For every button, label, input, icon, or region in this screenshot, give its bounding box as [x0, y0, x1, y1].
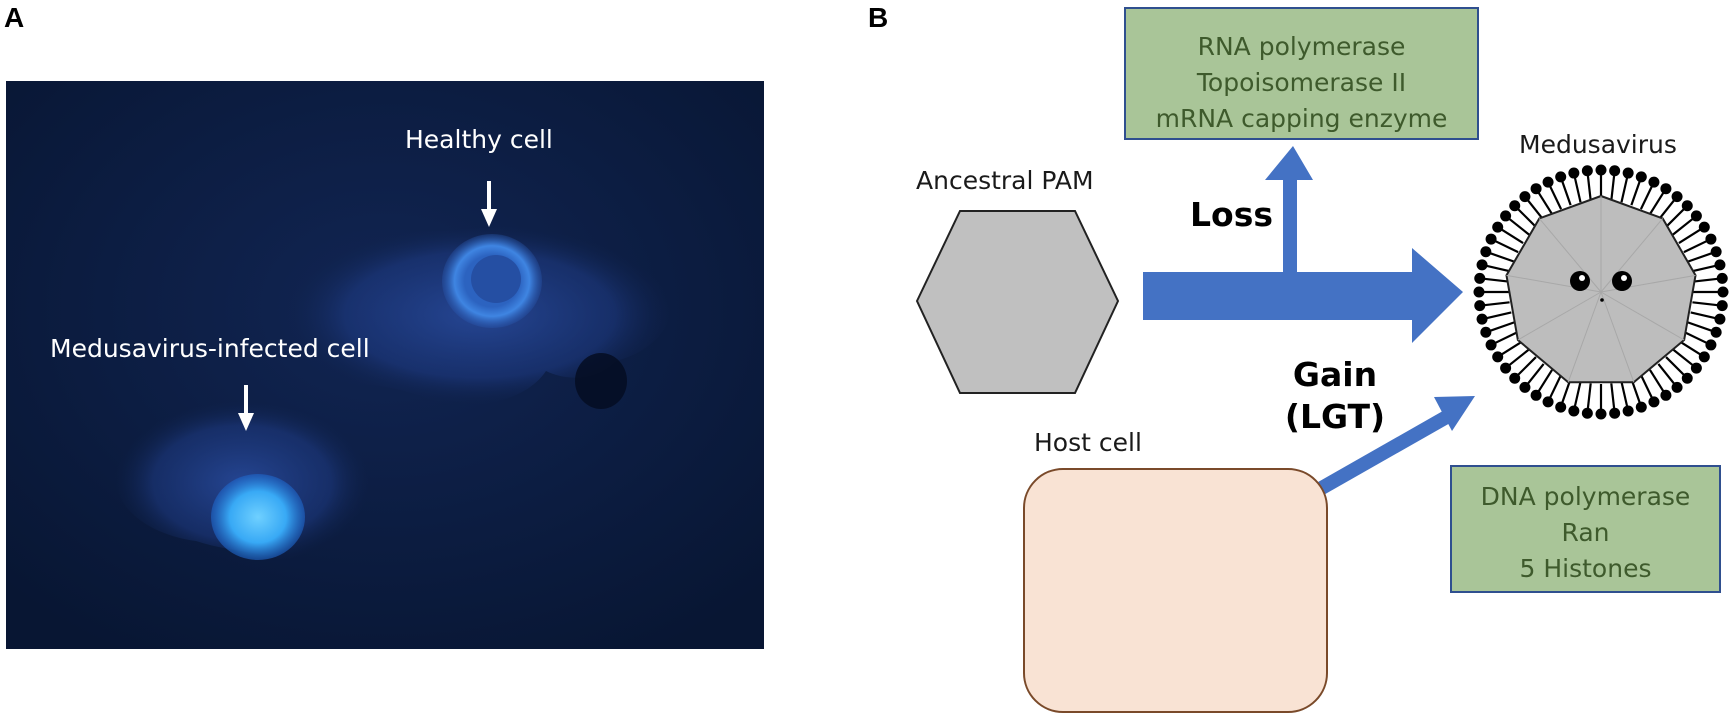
capsid-facet — [1567, 291, 1602, 383]
capsid-spike-tip — [1698, 221, 1710, 233]
capsid-spike-tip — [1485, 339, 1497, 351]
capsid-spike-tip — [1568, 405, 1580, 417]
capsid-spike-tip — [1716, 300, 1728, 312]
gained-genes-box: DNA polymerase Ran 5 Histones — [1450, 465, 1721, 593]
capsid-mouth — [1600, 298, 1604, 302]
capsid-spike-tip — [1542, 396, 1554, 408]
capsid-spike-tip — [1714, 313, 1726, 325]
medusavirus-capsid — [1473, 164, 1729, 420]
capsid-spike-tip — [1476, 313, 1488, 325]
capsid-spike-tip — [1671, 191, 1683, 203]
capsid-spike-tip — [1622, 167, 1634, 179]
gained-gene: DNA polymerase — [1480, 482, 1691, 511]
capsid-spike-tip — [1555, 171, 1567, 183]
ancestral-pam-label: Ancestral PAM — [916, 166, 1094, 195]
host-cell-shape — [1023, 468, 1328, 713]
capsid-spike-tip — [1681, 372, 1693, 384]
capsid-spike-tip — [1635, 401, 1647, 413]
capsid-spike-tip — [1595, 408, 1607, 420]
capsid-spike-tip — [1509, 200, 1521, 212]
healthy-nucleolus — [471, 255, 521, 303]
capsid-spike-tip — [1568, 167, 1580, 179]
lgt-label: (LGT) — [1284, 397, 1386, 436]
lost-gene: RNA polymerase — [1197, 32, 1406, 61]
capsid-facet — [1538, 218, 1602, 293]
capsid-spike-tip — [1530, 389, 1542, 401]
capsid-spike-tip — [1581, 165, 1593, 177]
capsid-facet — [1600, 218, 1664, 293]
capsid-spike-tip — [1500, 210, 1512, 222]
capsid-facet — [1600, 291, 1685, 341]
capsid-spike-tip — [1485, 233, 1497, 245]
capsid-eye — [1570, 271, 1590, 291]
dark-spot — [575, 353, 627, 409]
capsid-spike-tip — [1648, 396, 1660, 408]
infected-nucleus — [211, 474, 305, 560]
capsid-eye-highlight — [1579, 275, 1585, 281]
capsid-spike-tip — [1492, 351, 1504, 363]
healthy-arrow — [481, 181, 497, 227]
capsid-spike-tip — [1716, 272, 1728, 284]
capsid-spike-tip — [1474, 272, 1486, 284]
capsid-spike-tip — [1519, 381, 1531, 393]
capsid-spike-tip — [1530, 183, 1542, 195]
capsid-spike-tip — [1710, 326, 1722, 338]
capsid-spike-tip — [1500, 362, 1512, 374]
gained-gene: Ran — [1561, 518, 1610, 547]
capsid-spike-tip — [1474, 300, 1486, 312]
panel-b-label: B — [868, 2, 889, 33]
capsid-facet — [1517, 291, 1602, 341]
capsid-spike-tip — [1609, 165, 1621, 177]
capsid-spike-tip — [1480, 246, 1492, 258]
loss-arrow — [1265, 146, 1313, 272]
capsid-spike-tip — [1648, 176, 1660, 188]
capsid-spike-tip — [1714, 259, 1726, 271]
capsid-spike-tip — [1622, 405, 1634, 417]
gained-gene: 5 Histones — [1519, 554, 1652, 583]
capsid-spike-tip — [1681, 200, 1693, 212]
capsid-spike-tip — [1635, 171, 1647, 183]
fluorescence-micrograph: Healthy cell Medusavirus-infected cell — [6, 81, 764, 649]
capsid-spike-tip — [1542, 176, 1554, 188]
capsid-spike-tip — [1473, 286, 1485, 298]
capsid-spike-tip — [1717, 286, 1729, 298]
lost-genes-box: RNA polymerase Topoisomerase II mRNA cap… — [1124, 7, 1479, 140]
capsid-spike-tip — [1519, 191, 1531, 203]
healthy-cell-label: Healthy cell — [405, 125, 553, 154]
main-arrow — [1143, 248, 1463, 343]
capsid-spike-tip — [1492, 221, 1504, 233]
capsid-spike-tip — [1690, 362, 1702, 374]
infected-arrow — [238, 385, 254, 431]
ancestral-pam-hexagon — [915, 210, 1120, 394]
capsid-spike-tip — [1581, 407, 1593, 419]
capsid-spike-tip — [1698, 351, 1710, 363]
lost-gene: mRNA capping enzyme — [1155, 104, 1448, 133]
capsid-spike-tip — [1705, 233, 1717, 245]
gain-label: Gain — [1292, 355, 1378, 394]
capsid-eye — [1612, 271, 1632, 291]
host-cell-label: Host cell — [1034, 428, 1142, 457]
capsid-spike-tip — [1671, 381, 1683, 393]
capsid-spike-tip — [1705, 339, 1717, 351]
capsid-spike-tip — [1595, 164, 1607, 176]
medusavirus-label: Medusavirus — [1519, 130, 1677, 159]
lost-gene: Topoisomerase II — [1196, 68, 1407, 97]
capsid-spike-tip — [1480, 326, 1492, 338]
infected-cell-label: Medusavirus-infected cell — [50, 334, 370, 363]
capsid-spike-tip — [1690, 210, 1702, 222]
capsid-spike-tip — [1660, 389, 1672, 401]
capsid-spike-tip — [1476, 259, 1488, 271]
capsid-spike-tip — [1555, 401, 1567, 413]
capsid-spike-tip — [1710, 246, 1722, 258]
capsid-facet — [1600, 291, 1635, 383]
capsid-eye-highlight — [1621, 275, 1627, 281]
panel-a-label: A — [4, 2, 25, 33]
capsid-spike-tip — [1609, 407, 1621, 419]
capsid-spike-tip — [1660, 183, 1672, 195]
capsid-spike-tip — [1509, 372, 1521, 384]
loss-label: Loss — [1190, 195, 1273, 234]
